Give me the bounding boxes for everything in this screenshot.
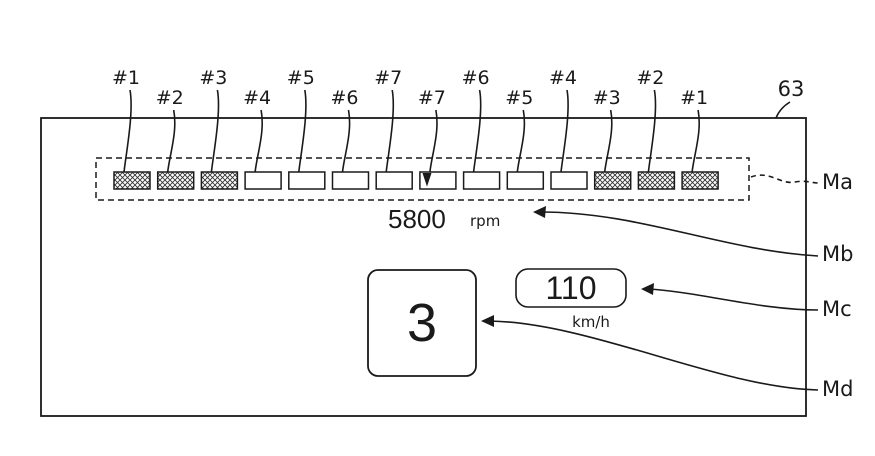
tachometer-segment [462, 171, 501, 190]
tachometer-segment [375, 171, 413, 190]
tachometer-segment [244, 171, 282, 190]
rpm-unit: rpm [470, 212, 500, 230]
tachometer-segments: #1 #2 #3 #4 #5 #6 #7 #7 #6 #5 #4 #3 #2 #1 [112, 67, 719, 190]
segment-label: #6 [330, 87, 358, 109]
segment-label-leader [298, 89, 307, 173]
segment-label: #1 [680, 87, 708, 109]
segment-label: #2 [156, 87, 184, 109]
segment-label: #7 [374, 67, 402, 89]
callout-mc-label: Mc [822, 297, 852, 321]
tachometer-segment [593, 171, 632, 190]
gear-box [367, 269, 477, 377]
tachometer-segment [506, 171, 545, 190]
segment-label: #5 [505, 87, 533, 109]
segment-label: #3 [593, 87, 621, 109]
segment-label-leader [166, 109, 176, 173]
callout-mb-leader [539, 211, 819, 257]
segment-label-leader [385, 89, 395, 173]
callout-md-label: Md [822, 377, 853, 401]
segment-label: #1 [112, 67, 140, 89]
center-pointer-icon [422, 172, 432, 187]
callout-mc-leader [647, 288, 819, 311]
tachometer-bar-group [95, 157, 750, 201]
segment-label-leader [516, 109, 526, 173]
callout-mb-arrow-icon [533, 206, 546, 218]
speed-value: 110 [545, 270, 596, 306]
segment-label-leader [341, 109, 351, 173]
tachometer-segment [331, 171, 370, 190]
segment-label-leader [647, 89, 657, 173]
segment-label-leader [254, 109, 263, 173]
callout-ma-leader [750, 174, 819, 184]
segment-label: #4 [549, 67, 577, 89]
segment-label-leader [429, 109, 438, 173]
tachometer-segment [113, 171, 151, 190]
segment-label-leader [210, 89, 220, 173]
callout-md-leader [487, 320, 819, 391]
segment-label-leader [560, 89, 569, 173]
callout-mb-label: Mb [822, 242, 853, 266]
tachometer-segment [637, 171, 676, 190]
panel-ref-label: 63 [778, 77, 805, 101]
tachometer-segment [156, 171, 195, 190]
tachometer-segment [200, 171, 239, 190]
callout-md-arrow-icon [481, 315, 494, 327]
segment-label-leader [691, 109, 700, 173]
segment-label-leader [603, 109, 613, 173]
speed-unit: km/h [572, 313, 610, 331]
segment-label-leader [472, 89, 482, 173]
rpm-value: 5800 [388, 204, 446, 234]
segment-label: #7 [418, 87, 446, 109]
tachometer-segment [550, 171, 588, 190]
gear-value: 3 [407, 293, 437, 353]
segment-label: #6 [462, 67, 490, 89]
panel-ref-leader [775, 101, 791, 119]
tachometer-segment [288, 171, 326, 190]
speed-box [515, 268, 627, 308]
segment-label-leader [123, 89, 132, 173]
segment-label: #2 [636, 67, 664, 89]
callout-ma-label: Ma [822, 170, 853, 194]
segment-label: #4 [243, 87, 271, 109]
callout-mc-arrow-icon [641, 283, 654, 295]
segment-label: #5 [287, 67, 315, 89]
tachometer-segment [681, 171, 719, 190]
segment-label: #3 [199, 67, 227, 89]
